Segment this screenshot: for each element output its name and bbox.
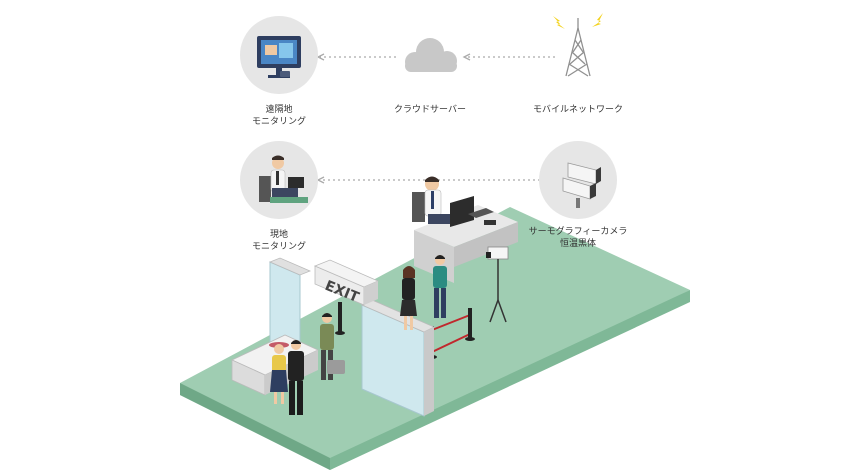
- exit-gate: EXIT: [268, 257, 435, 417]
- floor: [180, 207, 690, 470]
- antenna-tower-icon: [553, 13, 603, 77]
- monitor-icon: [257, 36, 301, 78]
- thermal-camera-node: [539, 141, 617, 219]
- thermal-camera-label-line2: 恒温黒体: [559, 239, 596, 249]
- person-woman-dark: [400, 266, 417, 330]
- person-man-olive: [320, 313, 345, 380]
- thermal-camera-icon: [562, 162, 601, 208]
- remote-monitoring-node: [240, 16, 318, 94]
- person-man-suit: [288, 340, 304, 415]
- local-monitoring-label: 現地 モニタリング: [238, 229, 320, 253]
- tripod-camera: [486, 246, 509, 323]
- remote-monitoring-label-line1: 遠隔地: [265, 105, 293, 115]
- thermal-camera-label: サーモグラフィーカメラ 恒温黒体: [522, 226, 634, 250]
- thermal-camera-label-line1: サーモグラフィーカメラ: [528, 227, 628, 237]
- local-monitoring-label-line2: モニタリング: [251, 242, 306, 252]
- remote-monitoring-label-line2: モニタリング: [251, 117, 306, 127]
- cloud-icon: [405, 38, 457, 72]
- local-monitoring-label-line1: 現地: [269, 230, 288, 240]
- connection-lines: [320, 56, 555, 181]
- cloud-server-label: クラウドサーバー: [394, 105, 466, 115]
- mobile-network-label: モバイルネットワーク: [532, 105, 623, 115]
- person-man-green: [433, 255, 447, 318]
- person-woman-yellow: [269, 342, 289, 404]
- remote-monitoring-label: 遠隔地 モニタリング: [238, 104, 320, 128]
- operator-icon: [259, 155, 308, 203]
- local-monitoring-node: [240, 141, 318, 219]
